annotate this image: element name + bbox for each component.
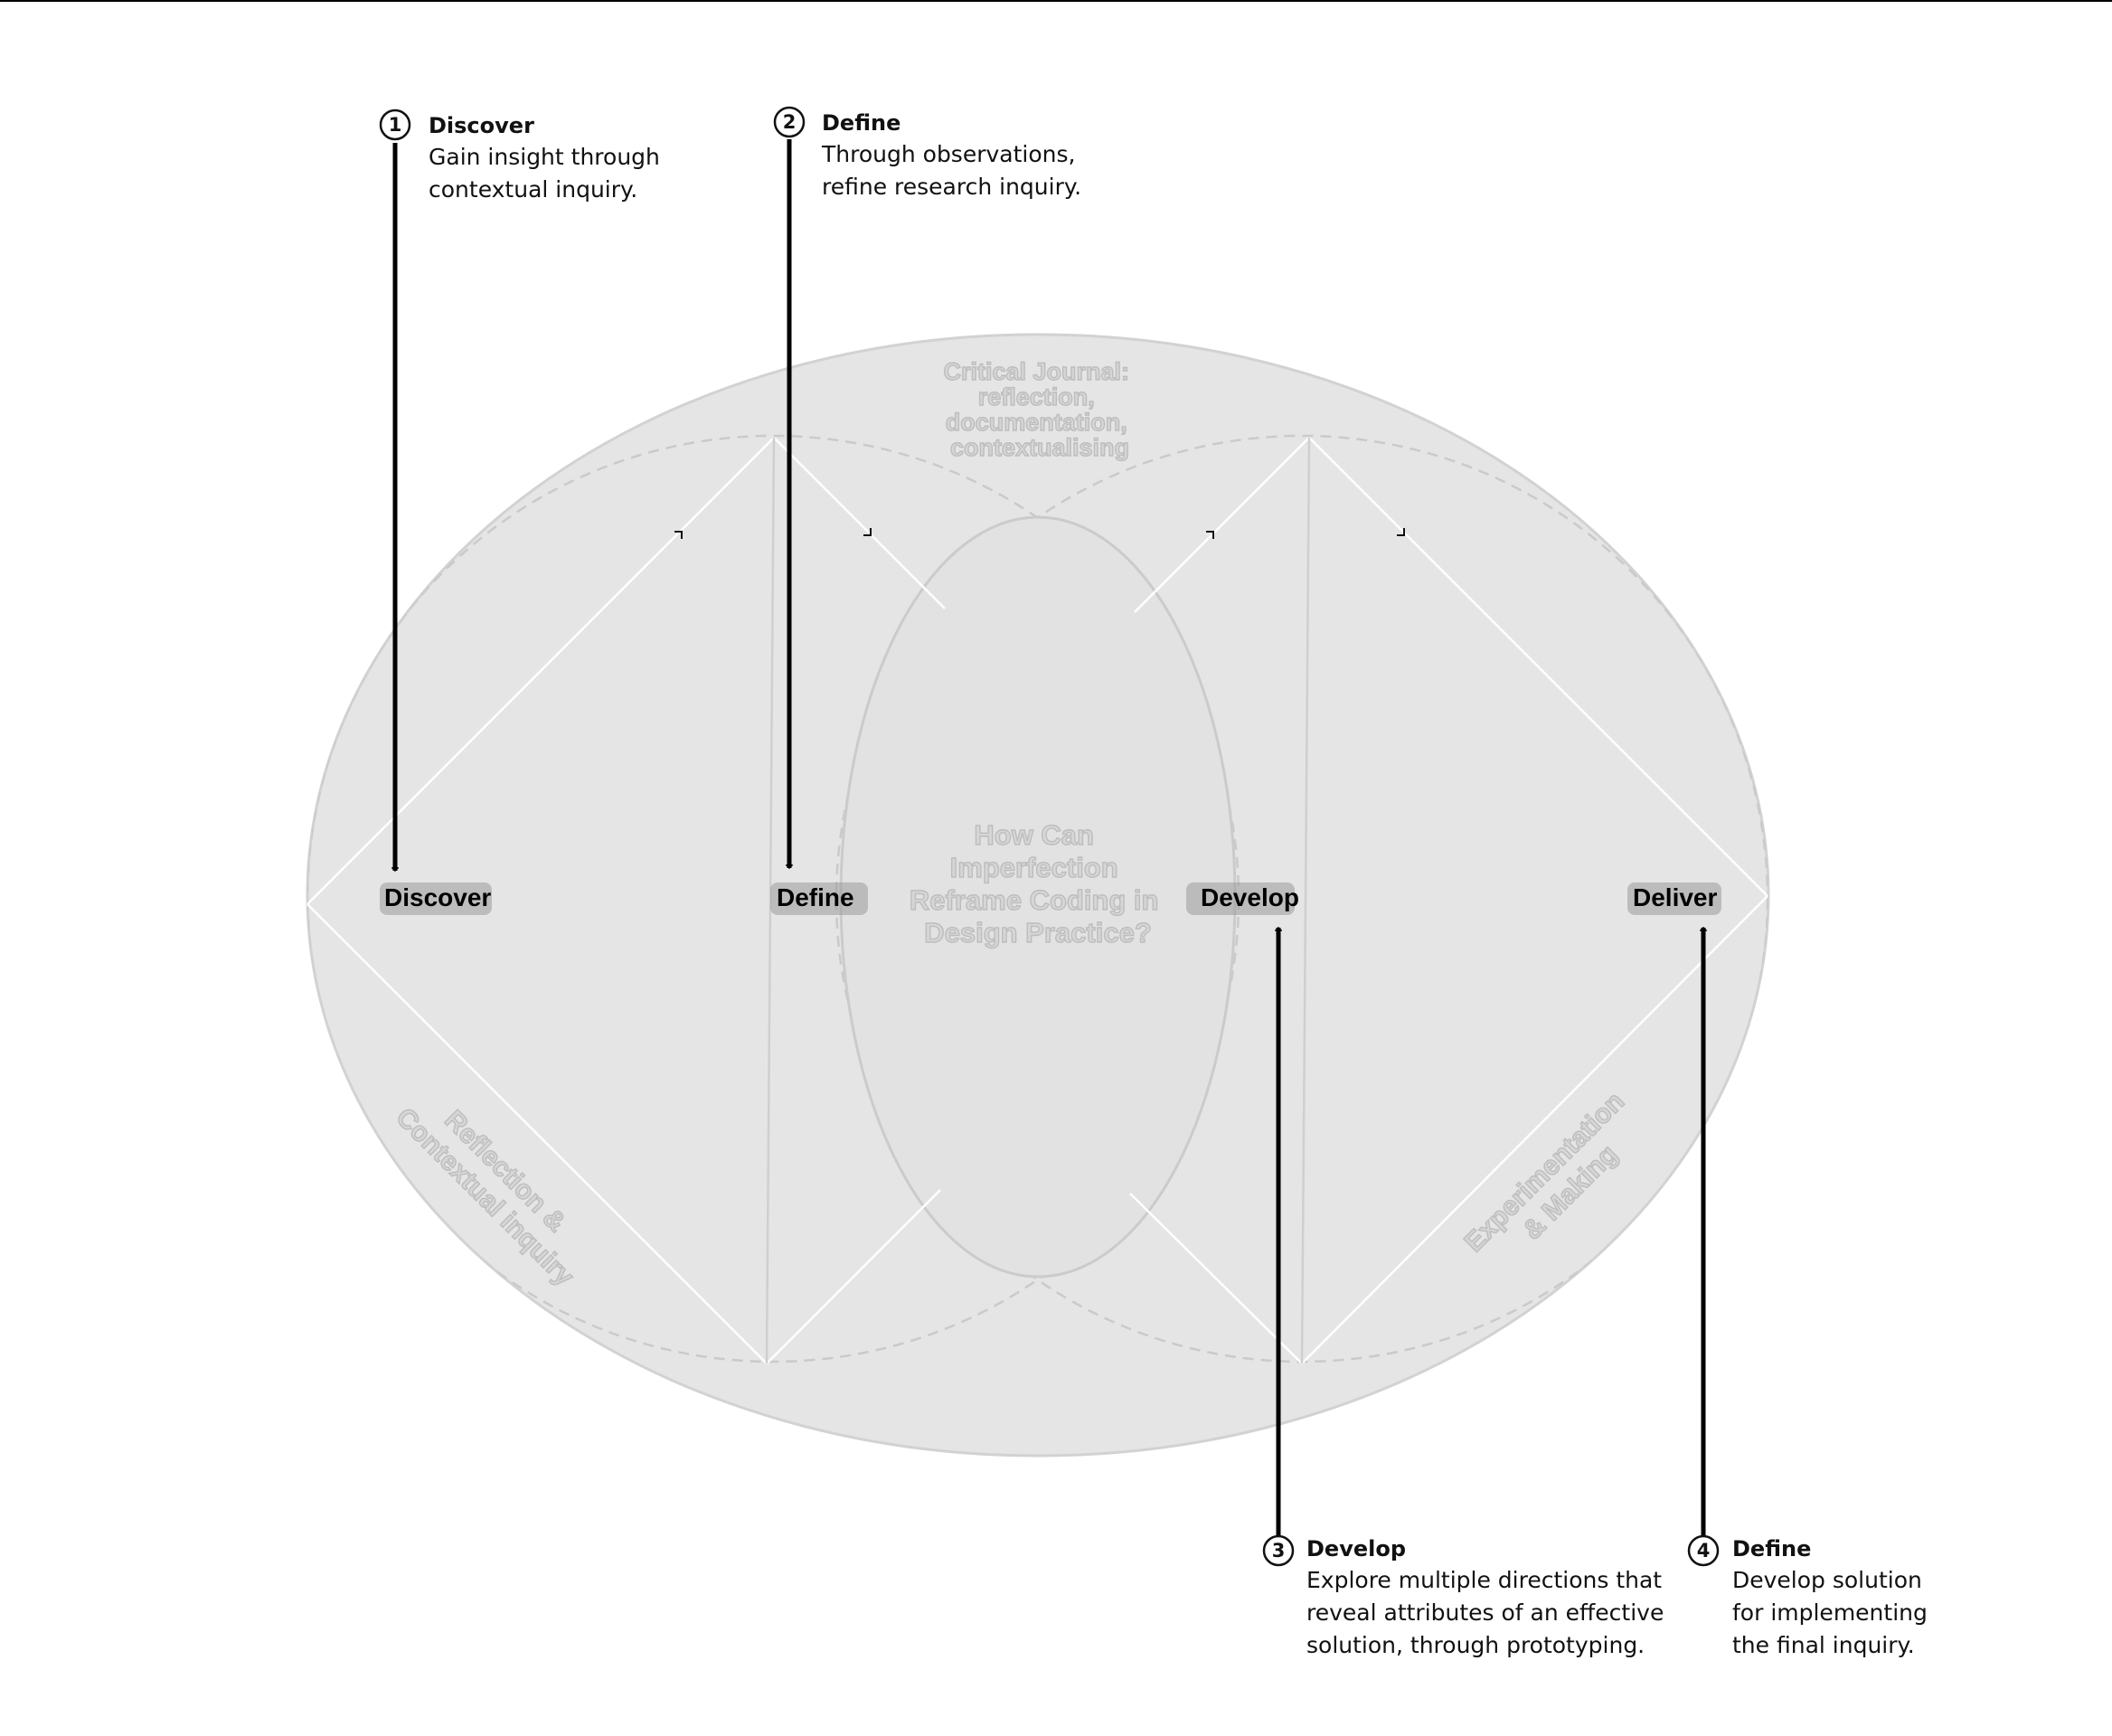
annotation-title: Develop xyxy=(1306,1536,1407,1561)
top-label-line: documentation, xyxy=(946,409,1127,436)
annotation-title: Define xyxy=(822,110,901,136)
step-badge-3-number: 3 xyxy=(1272,1540,1286,1561)
center-question-line: Design Practice? xyxy=(924,917,1152,948)
center-question-line: Reframe Coding in xyxy=(910,884,1159,916)
step-badge-4 xyxy=(1687,1534,1720,1567)
left-diamond xyxy=(306,437,946,1364)
phase-label-discover: Discover xyxy=(384,883,491,911)
annotation-deliver: Define Develop solution for implementing… xyxy=(1732,1533,2058,1662)
annotation-title: Discover xyxy=(429,113,534,138)
phase-label-deliver: Deliver xyxy=(1633,883,1717,911)
label-shadow xyxy=(380,882,492,915)
step-badge-2-number: 2 xyxy=(783,111,797,133)
phase-label-define: Define xyxy=(777,883,854,911)
right-diamond-axis xyxy=(1300,437,1311,1364)
phase-label-develop: Develop xyxy=(1201,883,1299,911)
top-label: Critical Journal: reflection, documentat… xyxy=(943,358,1136,461)
step-badge-4-number: 4 xyxy=(1697,1540,1711,1561)
annotation-body: Explore multiple directions that reveal … xyxy=(1306,1567,1664,1658)
center-question-line: Imperfection xyxy=(950,852,1118,883)
top-label-line: reflection, xyxy=(978,383,1095,410)
annotation-discover: Discover Gain insight through contextual… xyxy=(429,110,899,206)
corner-tick xyxy=(1397,528,1405,536)
annotation-body: Develop solution for implementing the fi… xyxy=(1732,1567,1928,1658)
center-question-line: How Can xyxy=(974,819,1094,851)
annotation-develop: Develop Explore multiple directions that… xyxy=(1306,1533,1704,1662)
center-question: How Can Imperfection Reframe Coding in D… xyxy=(910,819,1166,948)
annotation-title: Define xyxy=(1732,1536,1812,1561)
label-shadow xyxy=(1627,882,1721,915)
step-badge-3 xyxy=(1262,1534,1295,1567)
step-badge-2 xyxy=(773,106,806,138)
step-badge-1 xyxy=(379,108,411,141)
annotation-body: Gain insight through contextual inquiry. xyxy=(429,144,660,203)
top-label-line: Critical Journal: xyxy=(943,358,1129,385)
step-badge-1-number: 1 xyxy=(389,114,402,136)
right-diamond xyxy=(1129,437,1768,1364)
annotation-body: Through observations, refine research in… xyxy=(822,141,1082,200)
top-label-line: contextualising xyxy=(950,434,1129,461)
label-shadow xyxy=(1186,882,1295,915)
corner-tick xyxy=(1206,531,1214,539)
corner-tick xyxy=(674,531,683,539)
corner-tick xyxy=(863,528,872,536)
annotation-define: Define Through observations, refine rese… xyxy=(822,108,1292,203)
label-shadow xyxy=(770,882,868,915)
